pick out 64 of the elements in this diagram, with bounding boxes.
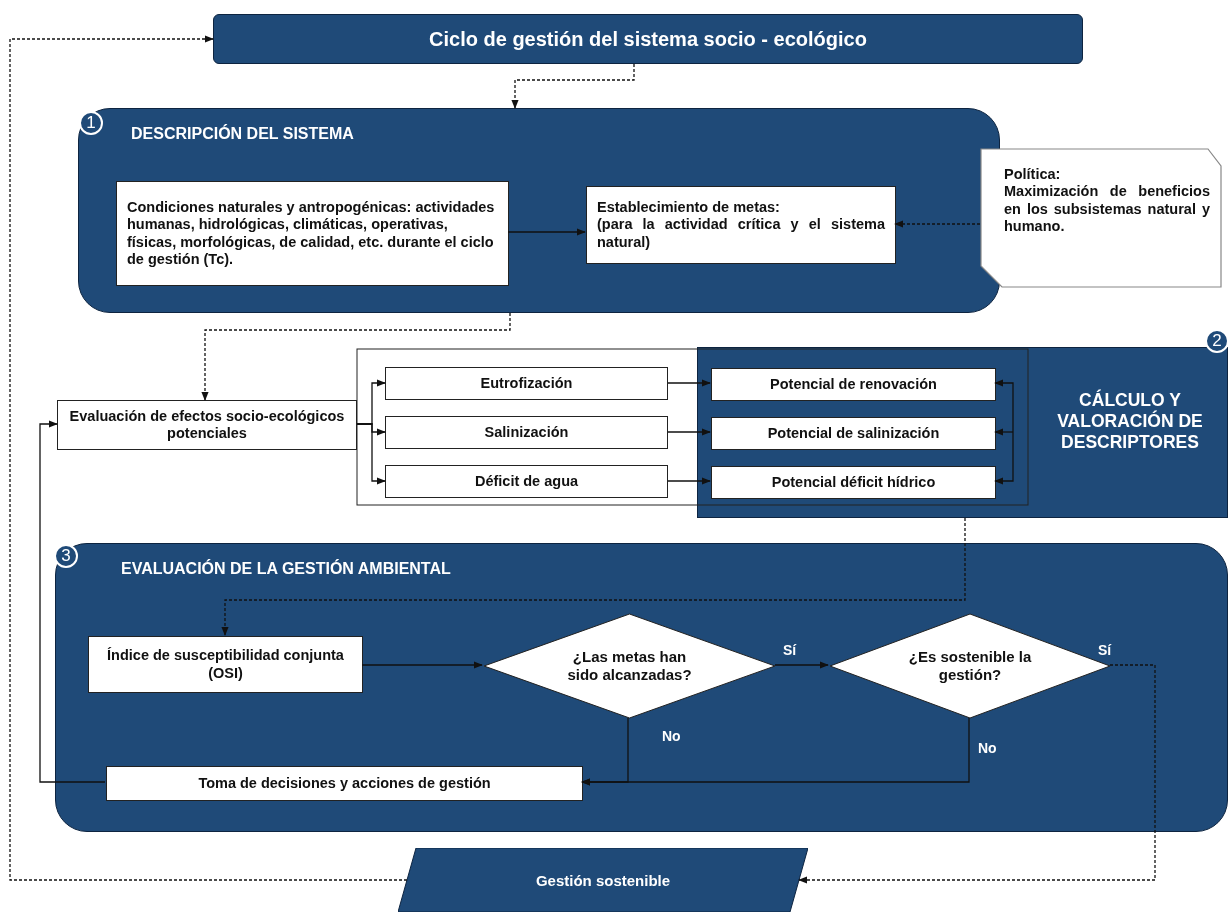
box-text: Potencial de salinización	[766, 424, 941, 443]
title-banner	[213, 14, 1083, 64]
note-box	[980, 148, 1222, 288]
edge-label: Sí	[1098, 642, 1112, 658]
arrow	[9, 35, 408, 881]
arrow	[39, 420, 106, 783]
arrow	[667, 379, 711, 387]
process-box	[586, 186, 896, 264]
box-text: Índice de susceptibilidad conjunta (OSI)	[106, 647, 345, 682]
edge-label: Sí	[783, 642, 797, 658]
arrow	[201, 312, 511, 401]
process-box	[711, 368, 996, 401]
box-text: Potencial déficit hídrico	[770, 473, 937, 492]
arrow	[221, 517, 966, 636]
section-heading: DESCRIPCIÓN DEL SISTEMA	[131, 125, 354, 143]
box-text: (para la actividad crítica y el sistema natural)	[597, 216, 885, 252]
decision-text: ¿Las metas han sido alcanzadas?	[566, 648, 693, 684]
number-badge: 3	[54, 544, 78, 568]
arrow	[667, 428, 711, 436]
process-box	[711, 466, 996, 499]
box-text: Salinización	[483, 423, 570, 442]
arrow	[894, 220, 981, 228]
arrow	[994, 428, 1014, 436]
section-heading: CÁLCULO Y VALORACIÓN DE DESCRIPTORES	[1056, 390, 1204, 453]
section-panel	[78, 108, 1000, 313]
section-panel	[55, 543, 1228, 832]
decision-diamond	[829, 613, 1111, 719]
arrow	[511, 63, 635, 109]
box-text: Establecimiento de metas:	[597, 198, 781, 217]
arrow	[507, 228, 586, 236]
arrow	[994, 431, 1014, 485]
output-parallelogram	[398, 848, 808, 912]
edge-label: No	[662, 728, 681, 744]
box-text: Toma de decisiones y acciones de gestión	[197, 774, 492, 793]
arrow	[774, 661, 829, 669]
decision-diamond	[483, 613, 776, 719]
process-box	[116, 181, 509, 286]
number-badge: 2	[1205, 329, 1228, 353]
note-heading: Política:	[1004, 166, 1062, 184]
arrow	[994, 379, 1014, 433]
edge-label: No	[978, 740, 997, 756]
output-text: Gestión sostenible	[535, 871, 671, 889]
title-text: Ciclo de gestión del sistema socio - ecológico	[429, 27, 867, 51]
arrow	[798, 664, 1156, 884]
process-box	[88, 636, 363, 693]
process-box	[385, 367, 668, 400]
note-text: Maximización de beneficios en los subsistemas natural y humano.	[1004, 183, 1210, 236]
section-heading: EVALUACIÓN DE LA GESTIÓN AMBIENTAL	[121, 560, 451, 578]
arrow	[356, 423, 386, 485]
arrow	[361, 661, 483, 669]
process-box	[385, 465, 668, 498]
box-text: Evaluación de efectos socio-ecológicos potenciales	[68, 407, 346, 443]
process-box	[106, 766, 583, 801]
box-text: Déficit de agua	[473, 472, 580, 491]
decision-text: ¿Es sostenible la gestión?	[907, 648, 1033, 684]
number-badge: 1	[79, 111, 103, 135]
process-box	[385, 416, 668, 449]
arrow	[581, 717, 970, 786]
box-text: Potencial de renovación	[769, 375, 938, 394]
arrow	[667, 477, 711, 485]
process-box	[57, 400, 357, 450]
box-text: Condiciones naturales y antropogénicas: actividades humanas, hidrológicas, climáticas, operativas, físicas, morfológicas, de calidad, etc. durante el ciclo de gestión (Tc).	[127, 198, 496, 269]
process-box	[711, 417, 996, 450]
box-text: Eutrofización	[479, 374, 574, 393]
